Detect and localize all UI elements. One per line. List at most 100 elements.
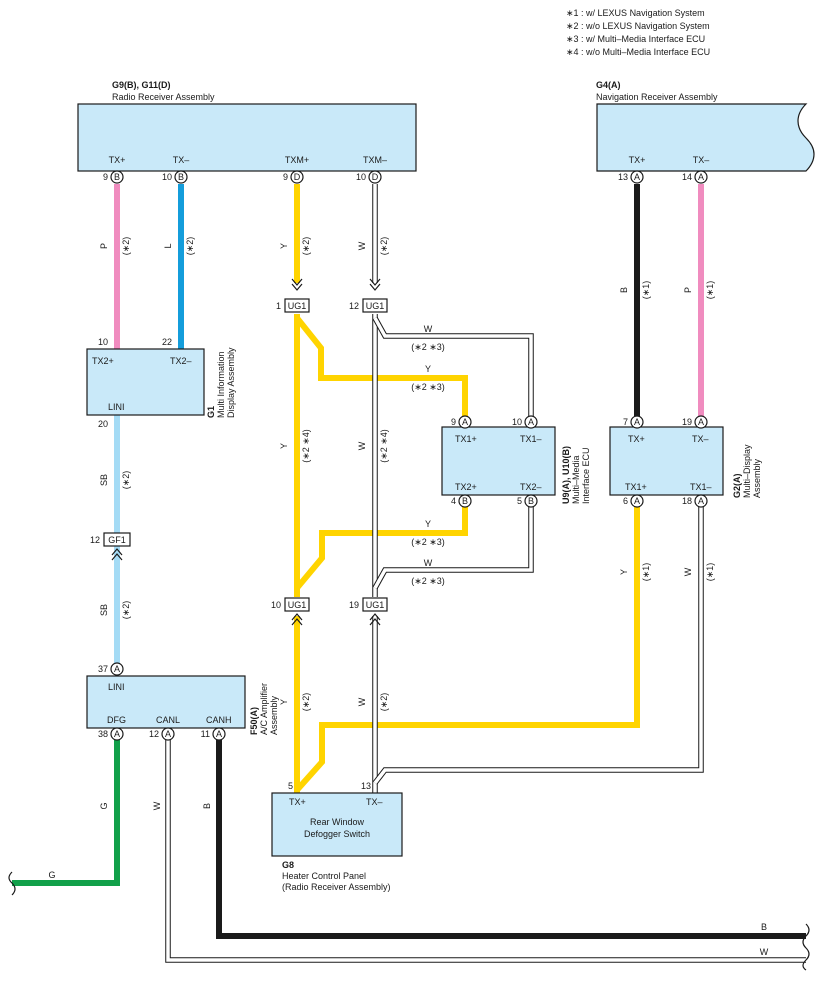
mda-conn-2: A — [698, 417, 704, 427]
wl-g-2: G — [48, 870, 55, 880]
mmi-conn-3: B — [462, 496, 468, 506]
mmi-pinnum-2: 10 — [512, 417, 522, 427]
wl-b-1: B — [619, 287, 629, 293]
mda-name-2: Assembly — [752, 458, 762, 498]
radio-conn-4: D — [372, 172, 379, 182]
ac-conn-1: A — [114, 664, 120, 674]
mda-box — [609, 426, 724, 496]
wl-w-4: W — [424, 558, 433, 568]
wire-break-left — [8, 871, 16, 896]
mda-conn-4: A — [698, 496, 704, 506]
mid-box — [86, 348, 205, 416]
mda-pinnum-4: 18 — [682, 496, 692, 506]
ac-pinnum-2: 38 — [98, 729, 108, 739]
mid-name-1: Multi Information — [216, 351, 226, 418]
mmi-pin-tx2-minus: TX2– — [520, 482, 542, 492]
wl-y-2: Y — [425, 364, 431, 374]
wire-green-dfg — [12, 740, 120, 886]
nav-pinnum-1: 13 — [618, 172, 628, 182]
wl-p-2: P — [683, 287, 693, 293]
mmi-name-1: Multi–Media — [571, 455, 581, 504]
radio-pin-tx-plus: TX+ — [109, 155, 126, 165]
gf1-chevron — [111, 548, 123, 556]
radio-box — [77, 103, 417, 172]
mid-code: G1 — [206, 406, 216, 418]
ug1-top-left-label: UG1 — [288, 301, 307, 311]
heater-inner-1: Rear Window — [310, 817, 365, 827]
gf1-label: GF1 — [108, 535, 126, 545]
mmi-pin-tx1-plus: TX1+ — [455, 434, 477, 444]
mmi-box — [441, 426, 556, 496]
wl-n1-2: (∗1) — [705, 281, 715, 300]
wl-w-1: W — [357, 241, 367, 250]
mda-pinnum-3: 6 — [623, 496, 628, 506]
wl-n23-3: (∗2 ∗3) — [411, 537, 445, 547]
mmi-conn-1: A — [462, 417, 468, 427]
wl-n24-2: (∗2 ∗4) — [379, 429, 389, 463]
radio-pinnum-2: 10 — [162, 172, 172, 182]
mda-pin-tx-plus: TX+ — [628, 434, 645, 444]
mmi-conn-4: B — [528, 496, 534, 506]
heater-name-1: Heater Control Panel — [282, 871, 366, 881]
wl-n2-7: (∗2) — [301, 693, 311, 712]
wl-n24-1: (∗2 ∗4) — [301, 429, 311, 463]
wl-g-1: G — [99, 802, 109, 809]
ug1-top-right-chevron — [369, 278, 381, 286]
wire-break-right — [802, 923, 810, 971]
ug1-top-right-label: UG1 — [366, 301, 385, 311]
radio-conn-3: D — [294, 172, 301, 182]
wl-y-3: Y — [279, 443, 289, 449]
radio-name: Radio Receiver Assembly — [112, 92, 215, 102]
ac-name-2: Assembly — [269, 695, 279, 735]
mmi-pin-tx2-plus: TX2+ — [455, 482, 477, 492]
wl-sb-2: SB — [99, 604, 109, 616]
heater-pinnum-2: 13 — [361, 781, 371, 791]
legend-item-4: ∗4 : w/o Multi–Media Interface ECU — [566, 47, 710, 57]
ug1-bot-right-chevron — [369, 613, 381, 621]
mmi-pinnum-1: 9 — [451, 417, 456, 427]
ug1-bot-right — [362, 597, 388, 612]
radio-receiver: G9(B), G11(D) Radio Receiver Assembly TX… — [77, 80, 417, 172]
ug1-top-right — [362, 298, 388, 313]
wl-y-6: Y — [279, 699, 289, 705]
mmi-code: U9(A), U10(B) — [561, 446, 571, 504]
ug1-bot-right-label: UG1 — [366, 600, 385, 610]
ac-conn-3: A — [165, 729, 171, 739]
wl-p-1: P — [99, 243, 109, 249]
legend: ∗1 : w/ LEXUS Navigation System ∗2 : w/o… — [566, 8, 710, 57]
nav-pinnum-2: 14 — [682, 172, 692, 182]
multimedia-interface-ecu: TX1+ TX1– TX2+ TX2– U9(A), U10(B) Multi–… — [441, 426, 591, 504]
ug1-bot-left-chevron — [291, 613, 303, 621]
mid-pinnum-3: 20 — [98, 419, 108, 429]
junction-connectors: UG1 1 UG1 12 UG1 10 UG1 19 GF1 12 — [90, 278, 388, 626]
wl-l-1: L — [163, 243, 173, 248]
ac-pinnum-1: 37 — [98, 664, 108, 674]
ac-box — [86, 675, 246, 729]
nav-conn-2: A — [698, 172, 704, 182]
wl-n1-3: (∗1) — [641, 563, 651, 582]
wl-n2-8: (∗2) — [379, 693, 389, 712]
ac-pin-lini: LINI — [108, 682, 125, 692]
wl-y-4: Y — [425, 519, 431, 529]
mda-pin-tx1-plus: TX1+ — [625, 482, 647, 492]
ug1-top-left — [284, 298, 310, 313]
legend-item-1: ∗1 : w/ LEXUS Navigation System — [566, 8, 705, 18]
wire-white-canl — [165, 740, 806, 963]
mda-code: G2(A) — [732, 473, 742, 498]
mmi-pinnum-3: 4 — [451, 496, 456, 506]
wl-n23-2: (∗2 ∗3) — [411, 382, 445, 392]
navigation-receiver: G4(A) Navigation Receiver Assembly TX+ T… — [596, 80, 815, 172]
wl-n2-1: (∗2) — [121, 237, 131, 256]
wl-n2-4: (∗2) — [379, 237, 389, 256]
gf1-num: 12 — [90, 535, 100, 545]
gf1 — [103, 532, 131, 547]
mid-pin-tx2-minus: TX2– — [170, 356, 192, 366]
ug1-bot-right-num: 19 — [349, 600, 359, 610]
mda-pinnum-2: 19 — [682, 417, 692, 427]
mmi-pin-tx1-minus: TX1– — [520, 434, 542, 444]
ac-conn-2: A — [114, 729, 120, 739]
wl-b-3: B — [761, 922, 767, 932]
heater-box — [271, 792, 403, 857]
wl-n1-1: (∗1) — [641, 281, 651, 300]
